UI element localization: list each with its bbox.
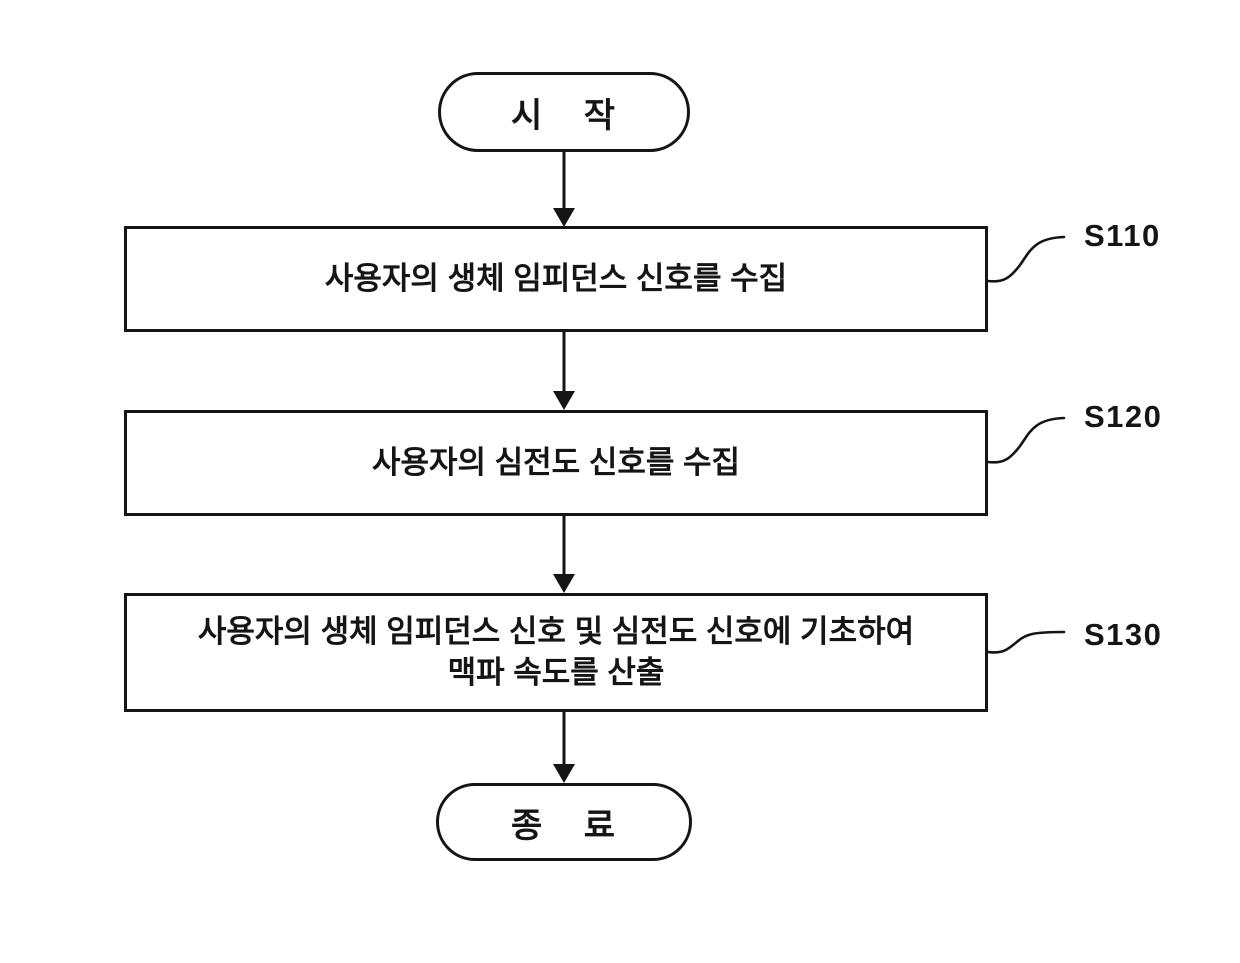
arrow-s130-to-end [553, 712, 575, 783]
step-label-s130: S130 [1084, 617, 1163, 652]
leader-line-s110 [986, 235, 1066, 283]
arrow-start-to-s110 [553, 152, 575, 227]
arrow-s120-to-s130 [553, 516, 575, 593]
leader-line-s130 [986, 630, 1066, 654]
end-terminal: 종 료 [436, 783, 692, 861]
end-terminal-label: 종 료 [510, 806, 617, 845]
process-step-s130-text-line2: 맥파 속도를 산출 [447, 654, 665, 690]
process-step-s120-text: 사용자의 심전도 신호를 수집 [371, 444, 741, 480]
process-step-s130: 사용자의 생체 임피던스 신호 및 심전도 신호에 기초하여 맥파 속도를 산출 [124, 593, 988, 712]
process-step-s130-text-line1: 사용자의 생체 임피던스 신호 및 심전도 신호에 기초하여 [197, 613, 915, 649]
leader-line-s120 [986, 416, 1066, 464]
start-terminal-label: 시 작 [510, 96, 617, 135]
step-label-s120: S120 [1084, 399, 1163, 434]
process-step-s110-text: 사용자의 생체 임피던스 신호를 수집 [324, 260, 788, 296]
step-label-s110: S110 [1084, 218, 1161, 253]
start-terminal: 시 작 [438, 72, 690, 152]
process-step-s120: 사용자의 심전도 신호를 수집 [124, 410, 988, 516]
process-step-s110: 사용자의 생체 임피던스 신호를 수집 [124, 226, 988, 332]
arrow-s110-to-s120 [553, 332, 575, 410]
